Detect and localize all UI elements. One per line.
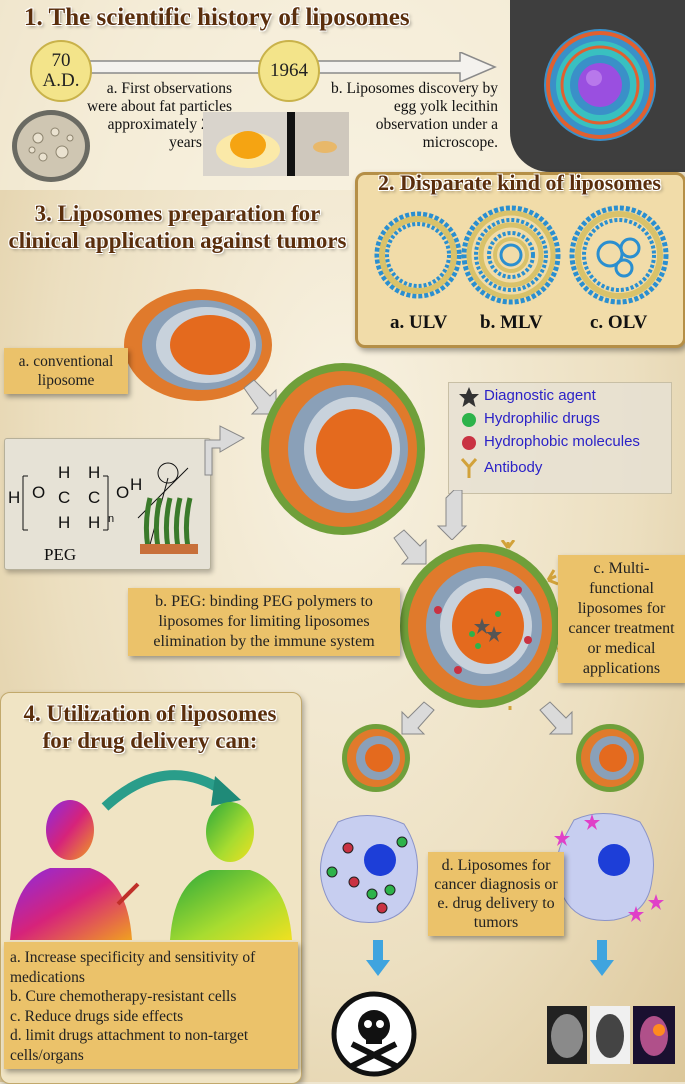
benefit-item: a. Increase specificity and sensitivity … [10, 949, 256, 986]
svg-text:H: H [8, 488, 20, 507]
svg-text:O: O [32, 483, 45, 502]
star-icon [459, 387, 479, 407]
year-70ad-label: 70 A.D. [42, 50, 80, 91]
egg-yolk-photo [203, 112, 349, 176]
liposome-illustration-top [544, 29, 656, 141]
red-dot-icon [462, 436, 476, 450]
arrow-down-left [401, 701, 435, 735]
year-1964-label: 1964 [270, 60, 308, 81]
petri-dish-image [12, 110, 90, 182]
green-dot-icon [462, 413, 476, 427]
cancer-cell-left [320, 814, 418, 924]
svg-text:H: H [58, 463, 70, 482]
peg-liposome-illustration [261, 363, 425, 535]
benefit-item: b. Cure chemotherapy-resistant cells [10, 988, 237, 1005]
svg-text:H: H [58, 513, 70, 532]
peg-description: b. PEG: binding PEG polymers to liposome… [128, 588, 400, 656]
medical-scan-images [547, 1006, 675, 1064]
antibody-icon [460, 458, 478, 478]
history-desc-b: b. Liposomes discovery by egg yolk lecit… [330, 80, 498, 151]
transfer-arrow [101, 770, 241, 811]
year-1964-badge: 1964 [258, 40, 320, 102]
peg-chemical-structure: H O HCH HCH O H n [8, 462, 198, 554]
section2-title: 2. Disparate kind of liposomes [378, 170, 661, 195]
benefits-list: a. Increase specificity and sensitivity … [4, 942, 298, 1069]
svg-text:C: C [88, 488, 100, 507]
section3-title: 3. Liposomes preparation for clinical ap… [8, 201, 347, 253]
svg-text:n: n [108, 513, 114, 525]
svg-text:C: C [58, 488, 70, 507]
type-mlv-label: b. MLV [480, 312, 543, 333]
conventional-liposome-illustration [124, 289, 272, 401]
multifunctional-label: c. Multi-functional liposomes for cancer… [558, 555, 685, 683]
arrow-peg-to-liposome [204, 425, 246, 476]
arrow-down-right-3 [539, 701, 573, 735]
ulv-illustration [374, 211, 462, 299]
svg-text:H: H [130, 475, 142, 494]
human-silhouettes [10, 800, 292, 940]
skull-crossbones-icon [331, 991, 417, 1077]
legend-diagnostic-agent: Diagnostic agent [484, 387, 596, 404]
legend-panel [448, 382, 672, 494]
year-70ad-badge: 70 A.D. [30, 40, 92, 102]
svg-text:H: H [88, 513, 100, 532]
arrow-down-blue-right [590, 940, 614, 976]
type-ulv-label: a. ULV [390, 312, 448, 333]
benefit-item: c. Reduce drugs side effects [10, 1007, 184, 1025]
olv-illustration [569, 205, 669, 305]
small-liposome-right [576, 724, 644, 792]
svg-text:O: O [116, 483, 129, 502]
section4-title: 4. Utilization of liposomes for drug del… [23, 701, 277, 753]
peg-label: PEG [44, 545, 77, 564]
arrow-down-blue-left [366, 940, 390, 976]
svg-text:H: H [88, 463, 100, 482]
multifunctional-liposome-illustration [400, 540, 563, 710]
type-olv-label: c. OLV [590, 312, 648, 333]
arrow-down-right-2 [393, 529, 427, 565]
small-liposome-left [342, 724, 410, 792]
conventional-liposome-label: a. conventional liposome [4, 348, 128, 394]
section1-title: 1. The scientific history of liposomes [24, 4, 410, 31]
cancer-cell-right [554, 812, 664, 922]
mlv-illustration [461, 205, 561, 305]
legend-antibody: Antibody [484, 459, 543, 476]
arrow-legend-to-multi [436, 490, 468, 540]
benefit-item: d. limit drugs attachment to non-target … [10, 1027, 249, 1064]
legend-hydrophobic-molecules: Hydrophobic molecules [484, 433, 640, 450]
legend-hydrophilic-drugs: Hydrophilic drugs [484, 410, 600, 427]
diagnosis-delivery-label: d. Liposomes for cancer diagnosis or e. … [428, 852, 564, 936]
